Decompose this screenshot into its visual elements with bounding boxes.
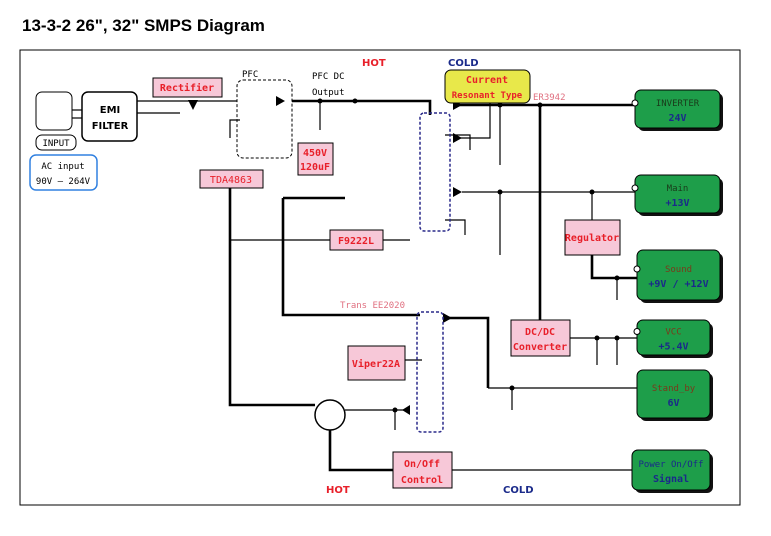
output-block [634,174,721,214]
cold-label-bottom: COLD [503,485,534,496]
diagram-frame [19,49,741,506]
f9222l-block: F9222L [338,236,374,247]
dcdc-label: DC/DC [525,327,555,338]
output-value: 24V [668,113,686,124]
output-terminal-icon [633,265,641,273]
output-value: Signal [653,473,689,485]
tda4863-block: TDA4863 [210,175,252,186]
output-block [636,369,711,419]
emi-filter-block [81,91,138,142]
control-label: Control [401,475,443,486]
input-label: INPUT [42,139,70,149]
capacitor-voltage: 450V [303,148,327,159]
output-terminal-icon [631,184,639,192]
rectifier-block: Rectifier [160,82,214,94]
hot-label-top: HOT [362,58,386,69]
pink-blocks [152,77,621,489]
page-title: 13-3-2 26", 32" SMPS Diagram [22,16,265,35]
output-name: Main [667,184,689,194]
output-value: +9V / +12V [648,279,708,290]
transformer-regions [416,112,451,433]
output-name: INVERTER [656,99,700,109]
hot-label-bottom: HOT [326,485,350,496]
pfc-dc-label: PFC DC [312,72,345,82]
output-name: Power On/Off [638,460,703,470]
pfc-label: PFC [242,70,258,80]
wires-thin [70,100,637,471]
input-plug-icon [35,91,73,131]
cold-label-top: COLD [448,58,479,69]
resonant-label-1: Current [466,75,508,86]
input-label-box [35,134,77,151]
wires-thick [228,99,637,472]
trans-ee2020-label: Trans EE2020 [340,301,405,311]
output-value: 6V [667,398,679,409]
output-block [636,249,721,301]
junctions [317,98,620,413]
viper22a-block: Viper22A [352,358,400,370]
converter-label: Converter [513,342,567,353]
output-value: +5.4V [658,342,688,353]
output-name: Sound [665,265,692,275]
output-block [631,449,711,491]
output-block [636,319,711,356]
ac-input-label: AC input [41,162,84,172]
pfc-output-label: Output [312,88,345,98]
pfc-region [236,79,293,159]
ac-input-box [29,154,98,191]
output-block [634,89,721,129]
output-terminal-icon [633,328,641,335]
transistor-icon [314,399,346,431]
emi-label: EMI [100,105,121,116]
resonant-type-block [444,69,531,104]
onoff-label: On/Off [404,459,440,470]
resonant-label-2: Resonant Type [452,91,523,101]
output-name: VCC [665,328,681,338]
regulator-block: Regulator [565,233,619,244]
output-name: Stand_by [652,384,696,394]
er3942-label: ER3942 [533,93,566,103]
ac-input-range: 90V – 264V [36,177,91,187]
output-terminal-icon [631,99,639,107]
filter-label: FILTER [92,121,129,132]
output-value: +13V [665,198,689,209]
capacitor-value: 120uF [300,162,330,173]
output-blocks: INVERTER 24V Main +13V Sound +9V / +12V VCC +5.… [631,89,723,493]
